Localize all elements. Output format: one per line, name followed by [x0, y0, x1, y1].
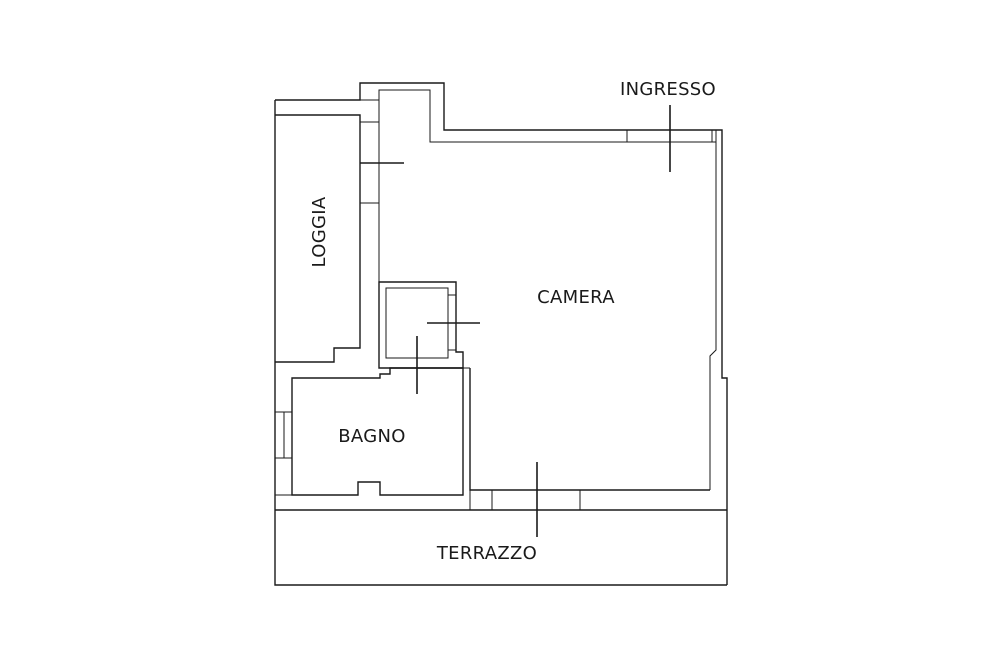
label-bagno: BAGNO	[338, 426, 405, 447]
label-camera: CAMERA	[537, 287, 615, 308]
closet	[378, 281, 480, 369]
label-terrazzo: TERRAZZO	[436, 543, 537, 564]
terrace	[275, 462, 727, 537]
loggia-walls	[275, 95, 380, 363]
label-loggia: LOGGIA	[309, 196, 330, 267]
bathroom-walls	[275, 336, 710, 496]
label-ingresso: INGRESSO	[620, 79, 716, 100]
entrance-door	[626, 105, 713, 172]
